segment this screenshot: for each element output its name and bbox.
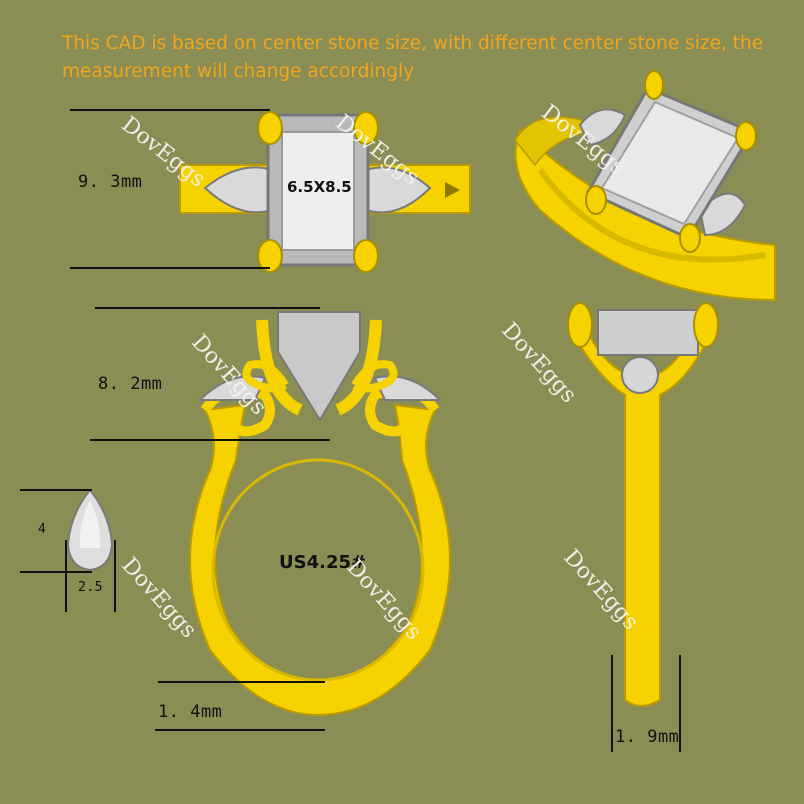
front-inner-edge (211, 458, 425, 682)
disclaimer-line-2: measurement will change accordingly (62, 61, 415, 82)
prong (257, 239, 283, 273)
center-stone-size-label: 6.5X8.5 (287, 178, 352, 196)
side-view (567, 302, 719, 752)
side-center-stone (597, 309, 699, 356)
height-label: 8. 2mm (98, 374, 163, 394)
cad-disclaimer: This CAD is based on center stone size, … (62, 30, 802, 86)
prong (353, 111, 379, 145)
top-view (70, 109, 471, 273)
pear-stone-detail (20, 488, 116, 612)
prong (693, 302, 719, 348)
band-width-front-label: 1. 4mm (158, 702, 223, 722)
band-width-side-label: 1. 9mm (615, 727, 680, 747)
perspective-stone-table (600, 100, 740, 226)
band-arrow-icon (445, 182, 460, 198)
pear-stone-facet (79, 500, 101, 548)
front-view (90, 307, 451, 731)
side-stone-length-label: 4 (38, 522, 47, 537)
disclaimer-line-1: This CAD is based on center stone size, … (62, 33, 764, 54)
front-filigree (242, 360, 398, 393)
prong (644, 70, 664, 100)
center-stone-table (281, 131, 355, 251)
perspective-side-stone-left (578, 108, 627, 147)
ring-size-label: US4.25# (279, 552, 367, 573)
prong (679, 223, 701, 253)
prong (567, 302, 593, 348)
front-shank (189, 403, 451, 717)
side-stone-width-label: 2.5 (78, 580, 103, 595)
prong (257, 111, 283, 145)
perspective-view (514, 70, 776, 302)
perspective-side-stone-right (698, 192, 747, 237)
prong (585, 185, 607, 215)
prong (353, 239, 379, 273)
side-side-stone (621, 356, 659, 394)
front-center-stone (277, 311, 361, 422)
perspective-band-edge (537, 168, 766, 263)
top-width-label: 9. 3mm (78, 172, 143, 192)
front-prongs (256, 319, 382, 416)
prong (735, 121, 757, 151)
